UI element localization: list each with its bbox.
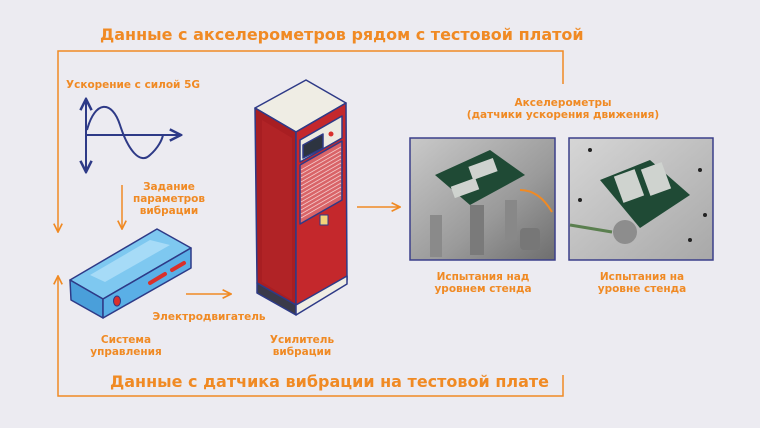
waveform-label: Ускорение с силой 5G — [66, 79, 200, 91]
vibration-amplifier-cabinet — [254, 79, 348, 316]
top-feedback-line — [58, 50, 564, 232]
photo1-caption: Испытания над уровнем стенда — [434, 271, 532, 296]
amplifier-label: Усилитель вибрации — [269, 334, 335, 359]
set-params-label: Задание параметров вибрации — [132, 181, 206, 218]
title-bottom: Данные с датчика вибрации на тестовой пл… — [110, 372, 550, 391]
accelerometers-subtitle: (датчики ускорения движения) — [466, 109, 660, 121]
accelerometers-label: Акселерометры — [514, 97, 612, 109]
motor-label: Электродвигатель — [152, 311, 266, 323]
photo2-caption: Испытания на уровне стенда — [597, 271, 687, 296]
sine-wave-icon — [86, 99, 181, 172]
control-system-box — [69, 228, 192, 319]
title-top: Данные с акселерометров рядом с тестовой… — [100, 25, 584, 44]
bottom-feedback-line — [58, 276, 564, 397]
photo-above-stand — [409, 137, 556, 261]
control-system-label: Система управления — [90, 334, 162, 359]
photo-on-stand-level — [568, 137, 714, 261]
